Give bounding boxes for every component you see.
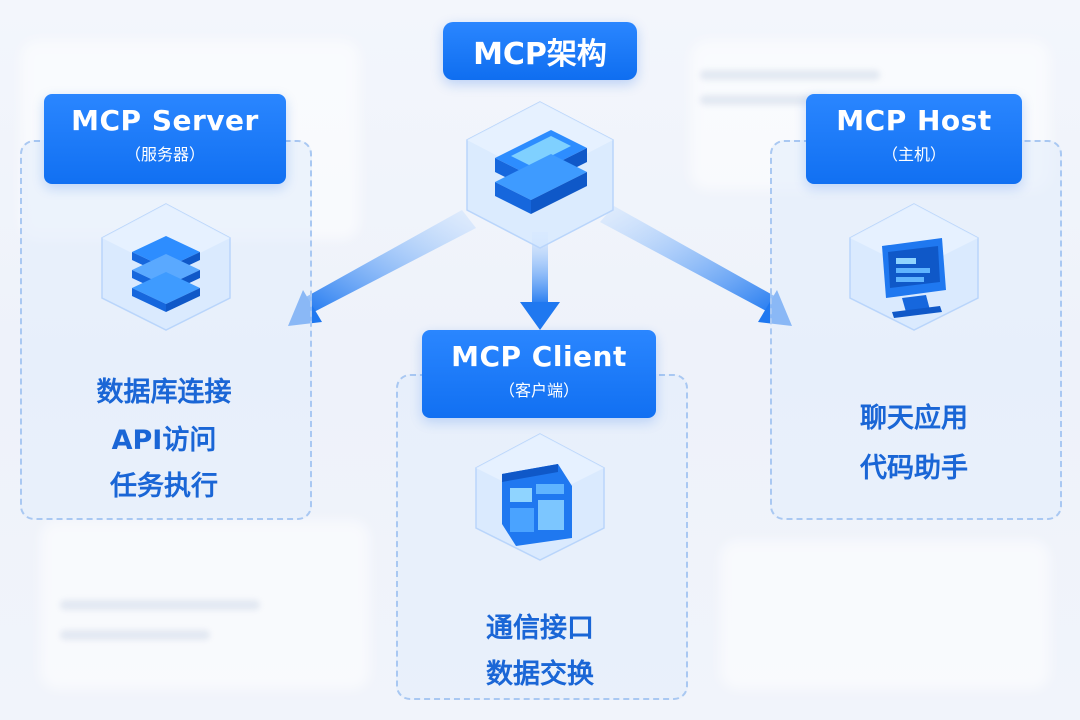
host-header: MCP Host （主机） (806, 94, 1022, 184)
background-shape (720, 540, 1050, 690)
server-feature: 任务执行 (110, 471, 218, 502)
diagram-title: MCP架构 (443, 22, 637, 80)
client-feature: 数据交换 (486, 659, 594, 690)
background-shape (40, 520, 370, 690)
background-line (700, 95, 830, 105)
host-subtitle: （主机） (881, 145, 946, 164)
background-line (700, 70, 880, 80)
dashboard-window-icon (475, 433, 605, 561)
host-title: MCP Host (836, 104, 992, 137)
server-feature: 数据库连接 (96, 377, 232, 408)
background-line (60, 630, 210, 640)
host-panel (770, 140, 1062, 520)
host-feature: 聊天应用 (860, 403, 968, 434)
client-subtitle: （客户端） (498, 381, 579, 400)
background-line (60, 600, 260, 610)
server-title: MCP Server (71, 104, 259, 137)
arrow-to-client (520, 232, 560, 330)
client-header: MCP Client （客户端） (422, 330, 656, 418)
server-cube-icon (466, 101, 614, 249)
server-stack-icon (101, 203, 231, 331)
monitor-icon (849, 203, 979, 331)
client-feature: 通信接口 (486, 613, 594, 644)
server-header: MCP Server （服务器） (44, 94, 286, 184)
arrow-to-host (600, 206, 792, 326)
host-feature: 代码助手 (860, 453, 968, 484)
arrow-to-server (288, 210, 476, 326)
server-feature: API访问 (111, 425, 217, 456)
server-subtitle: （服务器） (124, 145, 205, 164)
client-title: MCP Client (451, 340, 627, 373)
